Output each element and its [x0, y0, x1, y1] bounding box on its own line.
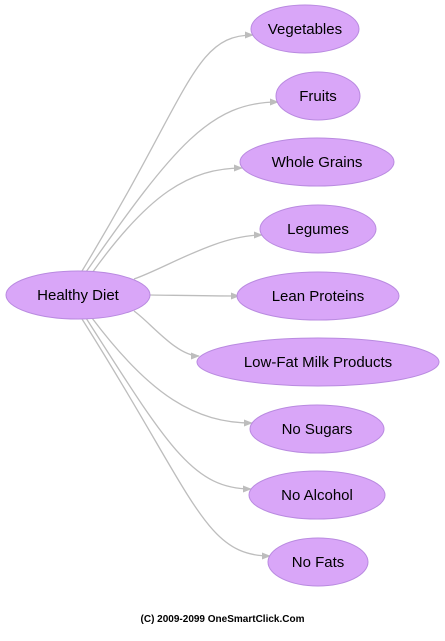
- node-no-fats: No Fats: [267, 537, 369, 587]
- node-ellipse-whole-grains: [239, 137, 395, 187]
- edge-to-no-alcohol: [85, 317, 252, 493]
- node-label-healthy-diet: Healthy Diet: [37, 287, 120, 304]
- node-vegetables: Vegetables: [250, 4, 360, 54]
- node-ellipse-healthy-diet: [5, 270, 151, 320]
- node-low-fat-milk-products: Low-Fat Milk Products: [196, 337, 440, 387]
- node-label-vegetables: Vegetables: [268, 21, 342, 38]
- edge-to-legumes: [133, 231, 263, 280]
- node-label-no-sugars: No Sugars: [282, 421, 353, 438]
- edge-to-no-sugars: [91, 317, 253, 427]
- node-label-whole-grains: Whole Grains: [272, 154, 363, 171]
- node-ellipse-legumes: [259, 204, 377, 254]
- node-legumes: Legumes: [259, 204, 377, 254]
- node-ellipse-no-alcohol: [248, 470, 386, 520]
- node-healthy-diet: Healthy Diet: [5, 270, 151, 320]
- node-fruits: Fruits: [275, 71, 361, 121]
- node-ellipse-no-sugars: [249, 404, 385, 454]
- node-label-no-fats: No Fats: [292, 554, 345, 571]
- node-ellipse-fruits: [275, 71, 361, 121]
- edges-layer: [81, 31, 279, 560]
- node-ellipse-vegetables: [250, 4, 360, 54]
- node-whole-grains: Whole Grains: [239, 137, 395, 187]
- edge-to-lean-proteins: [149, 292, 240, 300]
- node-label-lean-proteins: Lean Proteins: [272, 288, 365, 305]
- edge-to-whole-grains: [91, 164, 243, 274]
- edge-to-vegetables: [81, 31, 254, 272]
- node-ellipse-low-fat-milk-products: [196, 337, 440, 387]
- edge-to-fruits: [85, 98, 279, 273]
- node-label-legumes: Legumes: [287, 221, 349, 238]
- node-label-low-fat-milk-products: Low-Fat Milk Products: [244, 354, 392, 371]
- node-no-sugars: No Sugars: [249, 404, 385, 454]
- node-label-fruits: Fruits: [299, 88, 337, 105]
- node-ellipse-no-fats: [267, 537, 369, 587]
- node-lean-proteins: Lean Proteins: [236, 271, 400, 321]
- node-ellipse-lean-proteins: [236, 271, 400, 321]
- copyright-footer: (C) 2009-2099 OneSmartClick.Com: [140, 614, 305, 625]
- edge-to-no-fats: [81, 318, 271, 560]
- node-no-alcohol: No Alcohol: [248, 470, 386, 520]
- edge-to-low-fat-milk-products: [133, 310, 200, 360]
- node-label-no-alcohol: No Alcohol: [281, 487, 353, 504]
